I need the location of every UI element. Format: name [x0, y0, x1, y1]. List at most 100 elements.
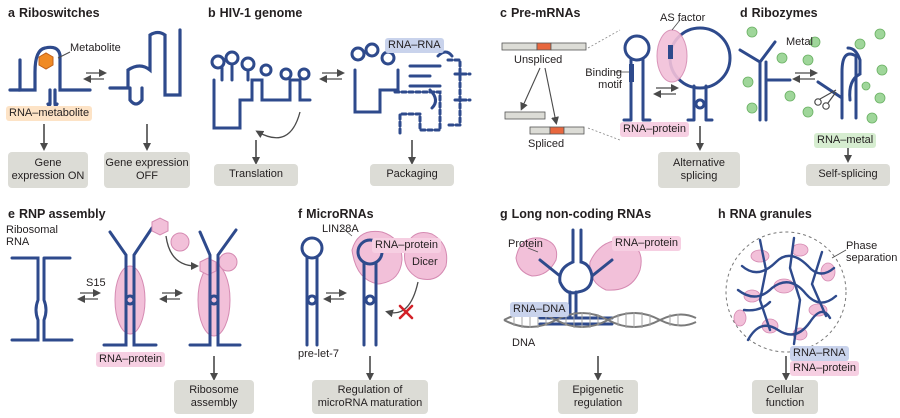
- unspliced-transcript: [501, 42, 587, 51]
- protein-label: Protein: [508, 238, 543, 250]
- binding-motif-mark: [629, 64, 634, 82]
- epigenetic-regulation-box: Epigenetic regulation: [558, 380, 638, 414]
- rna-dna-tag: RNA–DNA: [510, 302, 569, 317]
- panel-a-letter: a: [8, 6, 15, 20]
- panel-g-letter: g: [500, 207, 508, 221]
- hiv-monomer-rna: [210, 50, 312, 130]
- s15-protein: [114, 265, 146, 335]
- riboswitch-equilibrium-arrows: [83, 69, 107, 83]
- lin28a-label: LIN28A: [322, 223, 359, 235]
- splice-arrow-right: [544, 67, 559, 125]
- dna-label: DNA: [512, 337, 536, 349]
- assembly-curved-arrow: [165, 235, 199, 270]
- packaging-box: Packaging: [370, 164, 454, 186]
- binding-motif-label: Binding motif: [585, 67, 622, 92]
- ribozyme-equilibrium-arrows: [792, 69, 818, 83]
- premrna-hairpin-free: [622, 34, 652, 122]
- rna-metal-tag: RNA–metal: [814, 133, 877, 148]
- panel-f-letter: f: [298, 207, 303, 221]
- panel-b-title-text: HIV-1 genome: [219, 6, 303, 20]
- rna-protein-tag-h: RNA–protein: [790, 361, 859, 376]
- panel-h-title-text: RNA granules: [729, 207, 812, 221]
- s15-label: S15: [86, 277, 106, 289]
- hiv-dimer-rna: [350, 42, 454, 114]
- metal-label: Metal: [786, 36, 813, 48]
- rrna-s15-bound: [102, 226, 158, 347]
- ribosome-assembly-box: Ribosome assembly: [174, 380, 254, 414]
- granule-rna-strands: [736, 236, 838, 346]
- phase-separation-label: Phase separation: [846, 240, 898, 265]
- pre-let7-bound: [356, 238, 384, 347]
- hiv-dimer-dashed: [393, 58, 472, 137]
- granule-proteins: [733, 243, 836, 341]
- rnp-equilibrium-arrows-1: [77, 289, 101, 303]
- riboswitch-unbound-rna: [108, 28, 182, 106]
- lncrna-structure: [538, 228, 614, 326]
- metabolite-hexagon: [38, 52, 54, 70]
- protein-hexagon-1: [151, 217, 169, 236]
- panel-a-title-text: Riboswitches: [18, 6, 100, 20]
- assembled-proteins: [197, 263, 231, 337]
- panel-d-title-text: Ribozymes: [751, 6, 818, 20]
- lncrna-protein-right: [589, 239, 642, 291]
- panel-c-letter: c: [500, 6, 507, 20]
- microrna-equilibrium-arrows: [323, 289, 347, 303]
- rna-metabolite-tag: RNA–metabolite: [6, 106, 93, 121]
- rna-protein-tag-e: RNA–protein: [96, 352, 165, 367]
- rna-protein-tag-g: RNA–protein: [612, 236, 681, 251]
- dicer-label: Dicer: [412, 256, 438, 268]
- rnp-equilibrium-arrows-2: [159, 289, 183, 303]
- cellular-function-box: Cellular function: [752, 380, 818, 414]
- alternative-splicing-box: Alternative splicing: [658, 152, 740, 188]
- microrna-regulation-box: Regulation of microRNA maturation: [312, 380, 428, 414]
- panel-h-letter: h: [718, 207, 726, 221]
- premrna-equilibrium-arrows: [653, 84, 679, 98]
- ribozyme-open: [738, 40, 792, 122]
- rna-protein-tag-c: RNA–protein: [620, 122, 689, 137]
- blocked-x-icon: [398, 304, 414, 320]
- rrna-assembled: [188, 228, 242, 347]
- panel-d-letter: d: [740, 6, 748, 20]
- translation-curved-arrow: [255, 111, 301, 139]
- hiv-equilibrium-arrows: [319, 69, 345, 83]
- dna-rungs: [513, 312, 679, 328]
- splice-arrow-left: [520, 67, 541, 111]
- rrna-free: [10, 256, 74, 342]
- rna-rna-tag: RNA–RNA: [385, 38, 444, 53]
- pre-let7-label: pre-let-7: [298, 348, 339, 360]
- spliced-transcripts: [504, 111, 585, 135]
- gene-expression-on-box: Gene expression ON: [8, 152, 88, 188]
- panel-b-letter: b: [208, 6, 216, 20]
- panel-g-title-text: Long non-coding RNAs: [511, 207, 652, 221]
- metabolite-pointer: [57, 51, 71, 59]
- granule-boundary: [725, 231, 847, 353]
- ribozyme-folded: [816, 46, 862, 120]
- protein-circle: [170, 232, 190, 252]
- as-factor-label: AS factor: [660, 12, 706, 24]
- metabolite-label: Metabolite: [70, 42, 121, 54]
- scissors-icon: [814, 89, 837, 110]
- zoom-dashed-lines: [587, 29, 621, 141]
- panel-f-title-text: MicroRNAs: [306, 207, 374, 221]
- panel-c-title-text: Pre-mRNAs: [510, 6, 581, 20]
- rna-protein-tag-f: RNA–protein: [372, 238, 441, 253]
- gene-expression-off-box: Gene expression OFF: [104, 152, 190, 188]
- self-splicing-box: Self-splicing: [806, 164, 890, 186]
- panel-e-letter: e: [8, 207, 15, 221]
- rna-rna-tag-h: RNA–RNA: [790, 346, 849, 361]
- panel-e-title-text: RNP assembly: [18, 207, 106, 221]
- spliced-label: Spliced: [528, 138, 565, 150]
- ribosomal-rna-label: Ribosomal RNA: [6, 224, 58, 249]
- riboswitch-bound-rna: [8, 45, 92, 110]
- metal-ions: [742, 26, 888, 124]
- dicer-blocked-arrow: [385, 281, 419, 318]
